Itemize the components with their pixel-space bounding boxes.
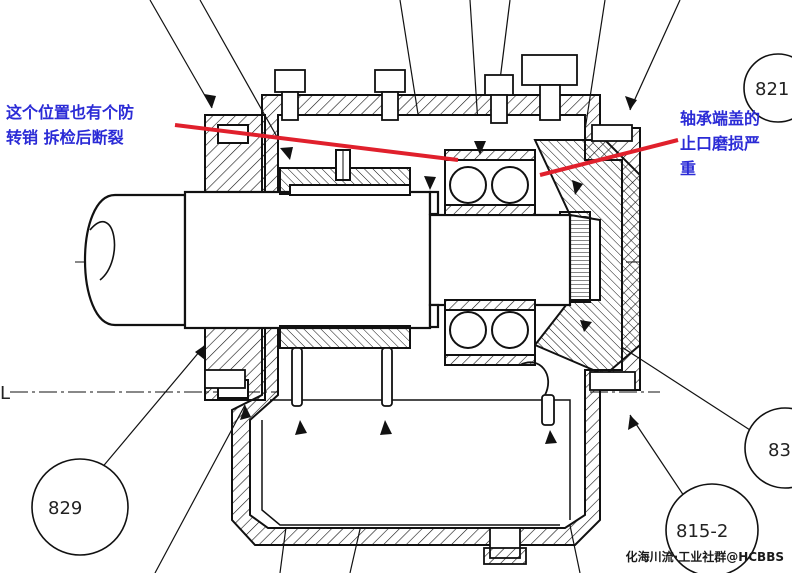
top-bolts	[274, 54, 578, 124]
bearing-upper	[444, 149, 536, 216]
arrowheads	[195, 94, 639, 444]
label-821: 821	[755, 79, 789, 100]
highlight-lines	[174, 123, 679, 177]
callout-circle-829	[31, 458, 129, 556]
anti-rotation-pin-note: 这个位置也有个防 转销 拆检后断裂	[6, 103, 135, 147]
bearing-lower	[444, 299, 536, 366]
shaft	[84, 190, 572, 330]
drain-plug	[483, 527, 527, 565]
sleeve-assembly	[279, 149, 411, 349]
label-829: 829	[48, 498, 82, 519]
end-cover-wear-note: 轴承端盖的 止口磨损严 重	[680, 109, 761, 178]
callout-circle-83	[744, 407, 792, 489]
dowel-pins	[291, 347, 555, 426]
side-bolts	[204, 124, 636, 391]
watermark: 化海川流·工业社群@HCBBS	[625, 550, 784, 564]
label-83: 83	[768, 440, 791, 461]
label-815-2: 815-2	[676, 521, 728, 542]
callout-circle-815-2	[665, 483, 759, 573]
callout-circle-821	[743, 53, 792, 123]
part-callouts	[31, 53, 792, 573]
axis-letter-l: L	[0, 383, 10, 404]
